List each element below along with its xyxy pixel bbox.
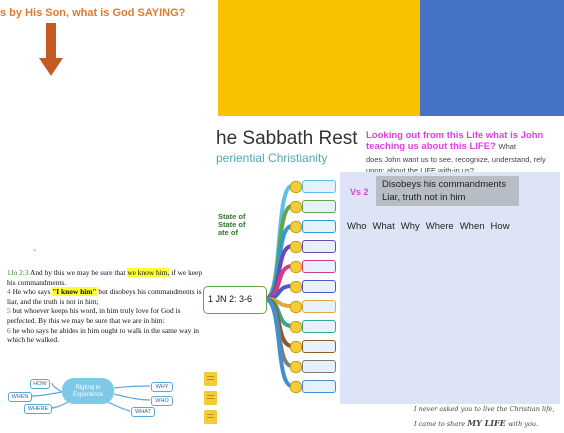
note-icon[interactable] [290,181,302,193]
blue-color-block [420,0,564,116]
mindmap-leaf-node[interactable] [302,320,336,333]
verse-text: he who says he abides in him ought to wa… [7,325,199,345]
mini-mindmap-lines [31,382,151,412]
verse-text: And by this we may be sure that [30,268,128,277]
down-arrow-icon [39,58,63,76]
closing-text: I came to share [414,420,468,428]
closing-emphasis: MY LIFE [467,418,506,428]
question-word: What [372,221,395,232]
mini-node-why[interactable]: WHY [151,382,173,392]
verse-ref: 5 [7,306,11,316]
verse-ref: 6 [7,325,11,335]
lookout-heading: Looking out from this Life what is John … [366,130,556,152]
verse-text: He who says [12,287,53,297]
slide-subtitle: periential Christianity [216,151,328,165]
mini-mindmap-center[interactable] [62,378,114,404]
closing-line-2: I came to share MY LIFE with you. [414,418,538,428]
note-icon[interactable] [290,321,302,333]
verse-highlight: we know him, [127,268,170,277]
mini-node-what[interactable]: WHAT [131,407,155,417]
verse-label: Vs 2 [350,187,369,197]
mini-node-when[interactable]: WHEN [8,392,32,402]
verse-dot: ° [33,248,37,257]
verse-ref: 1Jo 2:3 [7,268,29,277]
state-label: State of [218,212,246,221]
mindmap-center-node[interactable] [203,286,267,314]
note-icon[interactable] [290,201,302,213]
note-icon[interactable] [290,361,302,373]
question-word: How [490,221,510,232]
lookout-detail: does John want us to see, recognize, und… [366,155,546,175]
question-word: Why [400,221,420,232]
mindmap-leaf-node[interactable] [302,300,336,313]
mindmap-leaf-node[interactable] [302,240,336,253]
state-labels: State of State of ate of [218,213,246,237]
mindmap-branch [263,297,294,388]
note-icon[interactable] [290,341,302,353]
mindmap-branches [263,184,294,388]
mini-node-where[interactable]: WHERE [24,404,52,414]
note-icon[interactable] [290,281,302,293]
question-word: Who [347,221,367,232]
verse-note-line: Liar, truth not in him [382,192,466,203]
sticky-note-icon[interactable] [204,372,217,386]
sticky-note-icon[interactable] [204,410,217,424]
page-question: s by His Son, what is God SAYING? [0,7,186,19]
state-label: ate of [218,228,239,237]
verse-highlight: "I know him" [52,287,97,297]
verse-text: if we keep his commandments. [7,268,203,287]
mindmap-center-label: 1 JN 2: 3-6 [208,294,253,304]
down-arrow-shaft [46,23,56,59]
note-icon[interactable] [290,241,302,253]
lookout-heading-small: What [498,142,516,151]
mindmap-leaf-node[interactable] [302,360,336,373]
mindmap-leaf-node[interactable] [302,200,336,213]
mini-node-who[interactable]: WHO [151,396,173,406]
verse-text: but disobeys his commandments is a liar,… [7,287,207,306]
mindmap-leaf-node[interactable] [302,220,336,233]
note-icon[interactable] [290,381,302,393]
mindmap-leaf-node[interactable] [302,280,336,293]
note-icon[interactable] [290,221,302,233]
closing-text: with you. [505,420,539,428]
verse-text: but whoever keeps his word, in him truly… [7,306,181,325]
mindmap-leaf-node[interactable] [302,340,336,353]
verse-note-line: Disobeys his commandments [382,179,507,190]
note-icon[interactable] [290,301,302,313]
closing-line-1: I never asked you to live the Christian … [414,405,555,413]
notes-panel [340,172,560,404]
mindmap-leaf-node[interactable] [302,180,336,193]
gold-color-block [218,0,420,116]
question-words: Who What Why Where When How [347,221,510,232]
scripture-passage: 1Jo 2:3 And by this we may be sure that … [7,268,207,345]
mini-node-how[interactable]: HOW [30,379,50,389]
lookout-heading-text: Looking out from this Life what is John … [366,130,544,152]
verse-ref: 4 [7,287,11,297]
mindmap-leaf-node[interactable] [302,380,336,393]
question-word: When [459,221,485,232]
mini-mindmap-center-label: Rigting in Experience [72,385,104,398]
note-icon[interactable] [290,261,302,273]
question-word: Where [425,221,454,232]
state-label: State of [218,220,246,229]
sticky-note-icon[interactable] [204,391,217,405]
verse-note-box [376,176,519,206]
mindmap-leaf-node[interactable] [302,260,336,273]
slide-title: he Sabbath Rest [216,128,358,149]
